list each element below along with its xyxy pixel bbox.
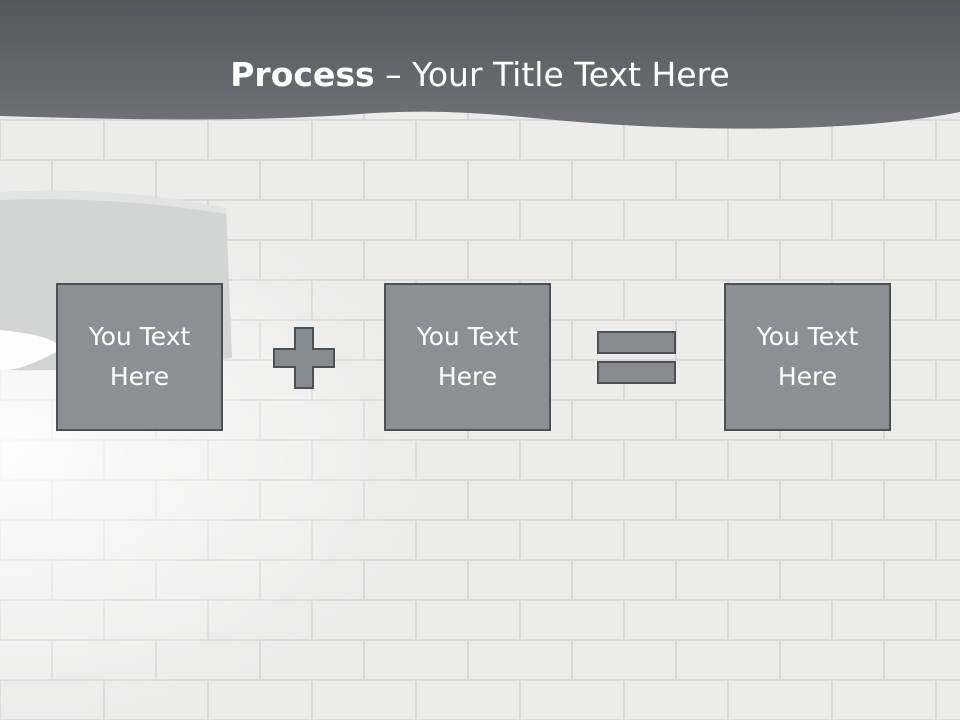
process-box-2[interactable]: You Text Here: [384, 283, 551, 431]
equals-icon: [597, 331, 676, 384]
title-bold-text: Process: [230, 55, 375, 94]
process-box-1-text: You Text Here: [88, 322, 191, 391]
process-box-3-text: You Text Here: [756, 322, 859, 391]
process-box-2-text: You Text Here: [416, 322, 519, 391]
process-box-3[interactable]: You Text Here: [724, 283, 891, 431]
process-box-1[interactable]: You Text Here: [56, 283, 223, 431]
title-header-band: [0, 0, 960, 129]
plus-icon: [273, 327, 335, 389]
title-rest-text: – Your Title Text Here: [374, 55, 730, 94]
slide-title: Process – Your Title Text Here: [0, 53, 960, 97]
